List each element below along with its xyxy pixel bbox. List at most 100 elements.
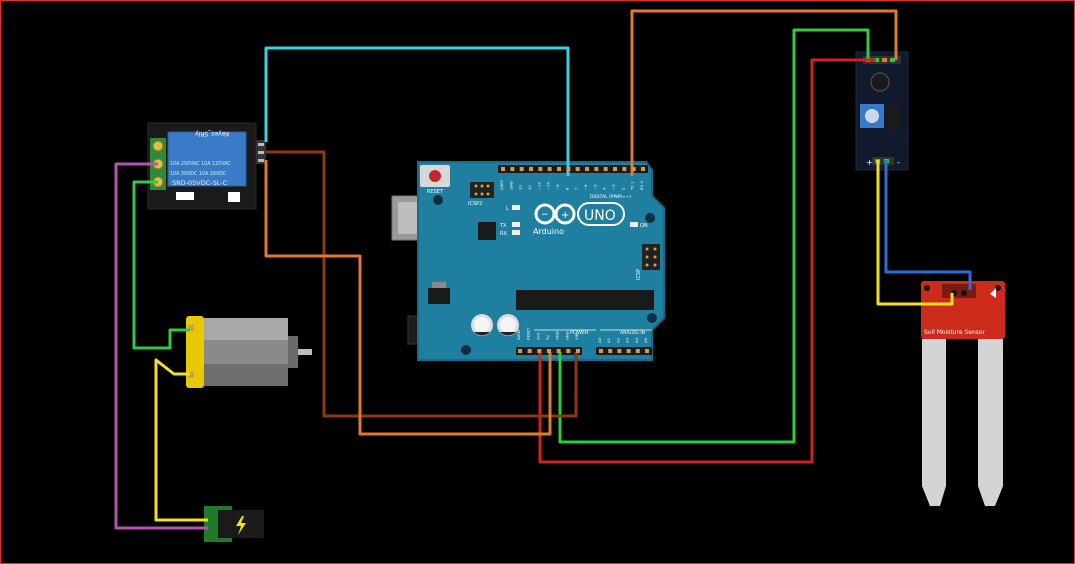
digital-pin (622, 167, 627, 171)
icsp-header (642, 244, 660, 270)
power-pin (527, 349, 532, 353)
digital-pin (519, 167, 524, 171)
analog-pin-header (596, 347, 652, 355)
mounting-hole (433, 195, 443, 205)
led-l-label: L (506, 206, 509, 212)
digital-pin-label: 8 (564, 187, 569, 190)
digital-pin-label: ~3 (611, 184, 616, 190)
digital-pin (557, 167, 561, 171)
digital-pin (594, 167, 599, 171)
motor-shadow (204, 364, 288, 386)
digital-pin (575, 167, 580, 171)
mounting-hole (645, 213, 655, 223)
relay-pin-header (256, 140, 266, 164)
relay-diode (176, 192, 194, 200)
digital-pin-label: 12 (527, 185, 532, 190)
motor-shaft (298, 349, 312, 355)
led-on (630, 222, 638, 227)
power-pin-label: GND (555, 331, 560, 340)
relay-brand: Keyes_SRly (195, 130, 229, 137)
wire-cyan (264, 46, 570, 176)
digital-pin-label: TX 1 (630, 181, 635, 191)
led-tx-label: TX (499, 223, 507, 229)
led-rx (512, 230, 520, 235)
voltage-regulator (428, 288, 450, 304)
digital-pin-label: ~11 (536, 181, 541, 190)
digital-pin (547, 167, 552, 171)
relay-model: SRD-05VDC-SL-C (172, 179, 228, 187)
mounting-hole (461, 345, 471, 355)
power-pin-label: 3V3 (535, 332, 540, 340)
lightning-icon (236, 516, 246, 535)
probe-prong-right (978, 339, 1003, 506)
led-l (512, 205, 520, 210)
comparator-chip (888, 106, 900, 130)
analog-pin (599, 349, 603, 353)
motor-end-cap (186, 316, 204, 388)
digital-pin (566, 167, 571, 171)
digital-pin (501, 167, 505, 171)
module-plus-label: + (866, 158, 873, 167)
module-led-chip (870, 72, 890, 92)
relay-spec-1: 10A 250VAC 10A 125VAC (170, 161, 231, 167)
wire-purple (114, 162, 208, 530)
digital-pin (510, 167, 515, 171)
digital-pin-label: ~9 (555, 184, 560, 190)
digital-pin (529, 167, 533, 171)
analog-pin-label: A1 (606, 337, 611, 343)
power-pin (518, 349, 522, 353)
digital-pin (641, 167, 645, 171)
power-jack (204, 506, 264, 542)
digital-pin-label: 7 (574, 187, 579, 190)
probe-pin (961, 290, 967, 296)
reset-button-cap (429, 170, 441, 182)
arduino-pcb (417, 161, 665, 361)
mounting-hole (647, 313, 657, 323)
wire-orange-top (630, 9, 898, 176)
analog-pin-label: A0 (597, 337, 602, 343)
dc-motor (186, 316, 312, 388)
digital-pin (538, 167, 543, 171)
wire-orange-relay (264, 160, 552, 436)
arduino-uno-board: RESET ICSP2 L TX RX − + UNO Arduino ON (391, 161, 665, 361)
power-pin-label: GND (564, 331, 569, 340)
led-tx (512, 222, 520, 227)
wire-red-long (538, 58, 876, 464)
analog-label: ANALOG IN (620, 330, 645, 336)
power-pin-label: IOREF (516, 329, 521, 340)
analog-pin (608, 349, 613, 353)
digital-pin (631, 167, 636, 171)
power-pin-label: VIN (574, 333, 579, 340)
digital-pin (613, 167, 617, 171)
digital-pin-label: 4 (602, 187, 607, 190)
power-pin (566, 349, 571, 353)
arduino-infinity-logo (534, 203, 576, 225)
digital-pin-label: ~6 (583, 184, 588, 190)
sparkfun-flame-icon (990, 288, 996, 298)
reset-label: RESET (427, 189, 444, 195)
wire-brown (266, 150, 578, 418)
usb-chip (478, 222, 496, 240)
potentiometer-knob[interactable] (865, 109, 879, 123)
motor-terminal (188, 325, 194, 331)
analog-pin-label: A4 (634, 337, 639, 343)
module-probe-header (872, 157, 894, 165)
icsp2-header (470, 182, 494, 198)
icsp2-label: ICSP2 (468, 201, 482, 207)
motor-highlight (204, 318, 288, 340)
digital-pin-label: GND (508, 181, 513, 190)
motor-terminal (188, 372, 194, 378)
digital-pin (603, 167, 608, 171)
probe-hole (995, 285, 1001, 291)
wire-green-long (558, 28, 870, 444)
analog-pin (617, 349, 622, 353)
digital-pin-label: ~10 (546, 181, 551, 190)
logo-minus: − (541, 210, 549, 220)
motor-bearing (288, 336, 298, 368)
wire-yellow-motor (154, 358, 208, 522)
relay-spec-2: 10A 30VDC 10A 28VDC (170, 171, 227, 177)
wires (114, 9, 972, 530)
analog-pin (635, 349, 640, 353)
